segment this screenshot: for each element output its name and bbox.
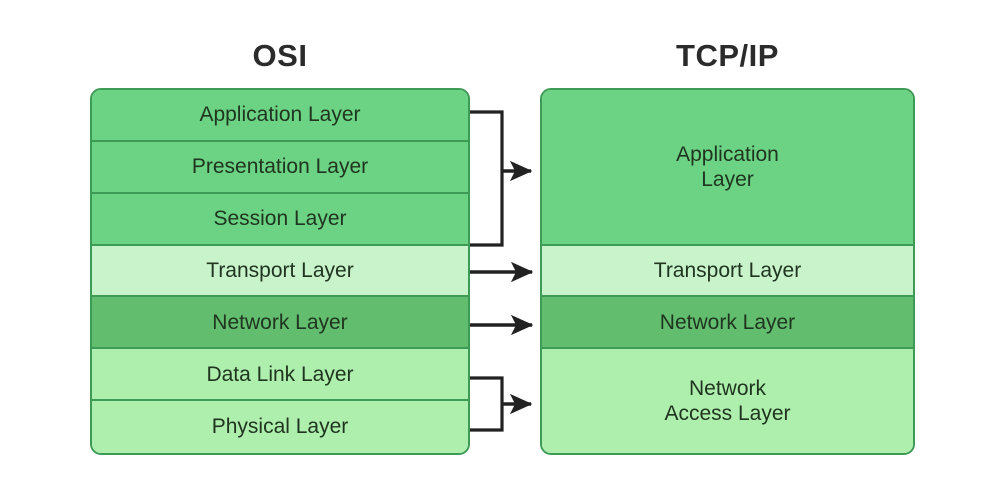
tcpip-layer-network-layer[interactable]: Network Layer [542,297,913,350]
osi-layer-data-link-layer[interactable]: Data Link Layer [92,349,468,402]
osi-layer-label: Presentation Layer [191,155,369,179]
osi-stack-title: OSI [252,38,308,73]
tcpip-stack-title: TCP/IP [676,38,779,73]
connector-network-access-bracket [470,376,533,432]
osi-layer-label: Physical Layer [211,415,349,439]
osi-layer-label: Transport Layer [206,258,354,282]
osi-layer-label: Application Layer [199,103,361,127]
connector-application-bracket [470,110,533,247]
osi-layer-presentation-layer[interactable]: Presentation Layer [92,141,468,194]
tcpip-layer-label: Transport Layer [653,258,802,282]
osi-layer-label: Session Layer [213,207,347,231]
osi-layer-label: Data Link Layer [206,362,354,386]
osi-layer-physical-layer[interactable]: Physical Layer [92,401,468,453]
tcpip-layer-label: Network Layer [659,310,796,334]
osi-layer-label: Network Layer [212,310,348,334]
osi-layer-application-layer[interactable]: Application Layer [92,90,468,142]
osi-layer-session-layer[interactable]: Session Layer [92,193,468,246]
osi-layer-network-layer[interactable]: Network Layer [92,297,468,350]
tcpip-layer-transport-layer[interactable]: Transport Layer [542,245,913,298]
osi-layer-transport-layer[interactable]: Transport Layer [92,245,468,298]
